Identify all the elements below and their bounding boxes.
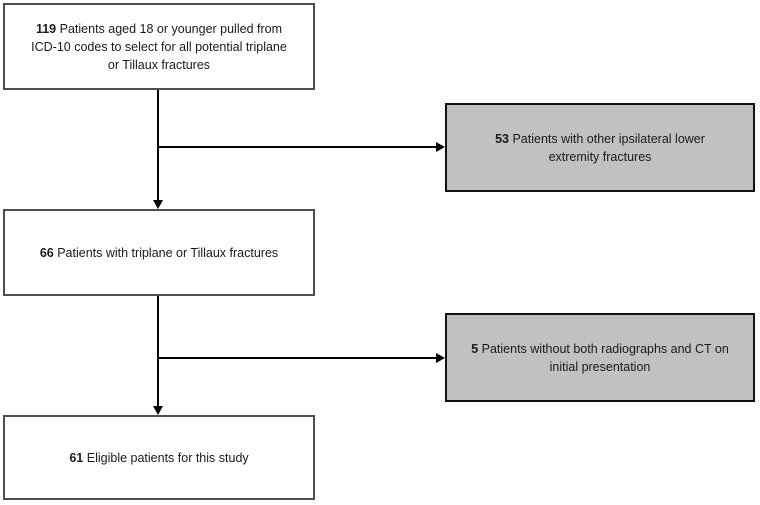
box-description: Patients with triplane or Tillaux fractu… (57, 245, 279, 260)
connector-triplane-to-eligible (157, 296, 159, 407)
patient-count: 66 (39, 245, 54, 260)
arrowhead-down-icon (153, 406, 163, 415)
flow-box-text: 53 Patients with other ipsilateral lower… (495, 130, 705, 166)
flow-box-eligible-patients: 61 Eligible patients for this study (3, 415, 315, 500)
flow-box-initial-cohort: 119 Patients aged 18 or younger pulled f… (3, 3, 315, 90)
connector-branch-to-missing-imaging (157, 357, 437, 359)
patient-count: 61 (69, 450, 84, 465)
flow-box-triplane-tillaux: 66 Patients with triplane or Tillaux fra… (3, 209, 315, 296)
flow-box-excluded-ipsilateral-fractures: 53 Patients with other ipsilateral lower… (445, 103, 755, 192)
box-description: Eligible patients for this study (86, 450, 249, 465)
patient-count: 5 (471, 341, 479, 356)
arrowhead-down-icon (153, 200, 163, 209)
box-description: Patients without both radiographs and CT… (481, 341, 729, 374)
flow-box-text: 66 Patients with triplane or Tillaux fra… (40, 244, 278, 262)
patient-count: 119 (35, 21, 57, 36)
flow-box-excluded-missing-imaging: 5 Patients without both radiographs and … (445, 313, 755, 402)
connector-branch-to-ipsilateral (157, 146, 437, 148)
patient-count: 53 (495, 131, 509, 146)
flow-box-text: 119 Patients aged 18 or younger pulled f… (31, 20, 287, 74)
box-description: Patients aged 18 or younger pulled from … (31, 21, 287, 72)
flow-box-text: 5 Patients without both radiographs and … (471, 340, 729, 376)
arrowhead-right-icon (436, 142, 445, 152)
box-description: Patients with other ipsilateral lower ex… (512, 131, 705, 164)
arrowhead-right-icon (436, 353, 445, 363)
flow-box-text: 61 Eligible patients for this study (69, 449, 248, 467)
